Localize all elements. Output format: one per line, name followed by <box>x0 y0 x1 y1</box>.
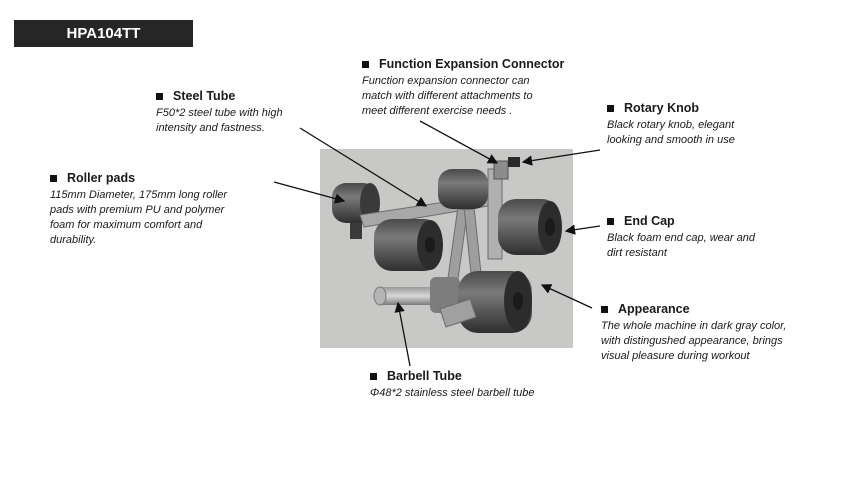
arrow-rotary-knob <box>521 149 601 166</box>
product-photo <box>320 149 573 348</box>
arrow-end-cap <box>564 224 601 235</box>
leg-extension-attachment-illustration <box>332 157 562 333</box>
arrow-function-connector <box>419 120 499 164</box>
callout-title: Function Expansion Connector <box>379 57 565 71</box>
callout-description: Function expansion connector can match w… <box>362 75 533 117</box>
callout-rotary-knob: Rotary Knob Black rotary knob, elegant l… <box>607 100 735 148</box>
bullet-icon <box>370 372 377 380</box>
callout-function-connector: Function Expansion Connector Function ex… <box>362 56 564 119</box>
callout-title: Barbell Tube <box>387 369 462 383</box>
bullet-icon <box>362 60 369 68</box>
callout-title: Roller pads <box>67 171 136 185</box>
callout-appearance: Appearance The whole machine in dark gra… <box>601 301 786 364</box>
model-name: HPA104TT <box>66 25 141 42</box>
callout-title: Appearance <box>618 302 690 316</box>
callout-title: Steel Tube <box>173 89 236 103</box>
callout-description: F50*2 steel tube with high intensity and… <box>156 107 283 134</box>
arrow-steel-tube <box>299 127 428 207</box>
bullet-icon <box>50 174 57 182</box>
bullet-icon <box>607 217 614 225</box>
bullet-icon <box>156 92 163 100</box>
callout-barbell-tube: Barbell Tube Φ48*2 stainless steel barbe… <box>370 368 535 401</box>
callout-title: End Cap <box>624 214 675 228</box>
callout-end-cap: End Cap Black foam end cap, wear and dir… <box>607 213 755 261</box>
callout-description: Black foam end cap, wear and dirt resist… <box>607 232 755 259</box>
callout-description: The whole machine in dark gray color, wi… <box>601 320 787 362</box>
callout-description: Black rotary knob, elegant looking and s… <box>607 119 735 146</box>
callout-description: 115mm Diameter, 175mm long roller pads w… <box>50 189 228 246</box>
bullet-icon <box>601 305 608 313</box>
arrow-barbell-tube <box>394 301 411 367</box>
callout-description: Φ48*2 stainless steel barbell tube <box>370 387 535 399</box>
arrow-appearance <box>540 284 593 309</box>
model-badge: HPA104TT <box>14 20 193 47</box>
bullet-icon <box>607 104 614 112</box>
callout-roller-pads: Roller pads 115mm Diameter, 175mm long r… <box>50 170 227 248</box>
callout-title: Rotary Knob <box>624 101 699 115</box>
callout-steel-tube: Steel Tube F50*2 steel tube with high in… <box>156 88 283 136</box>
arrow-roller-pads <box>273 181 346 204</box>
